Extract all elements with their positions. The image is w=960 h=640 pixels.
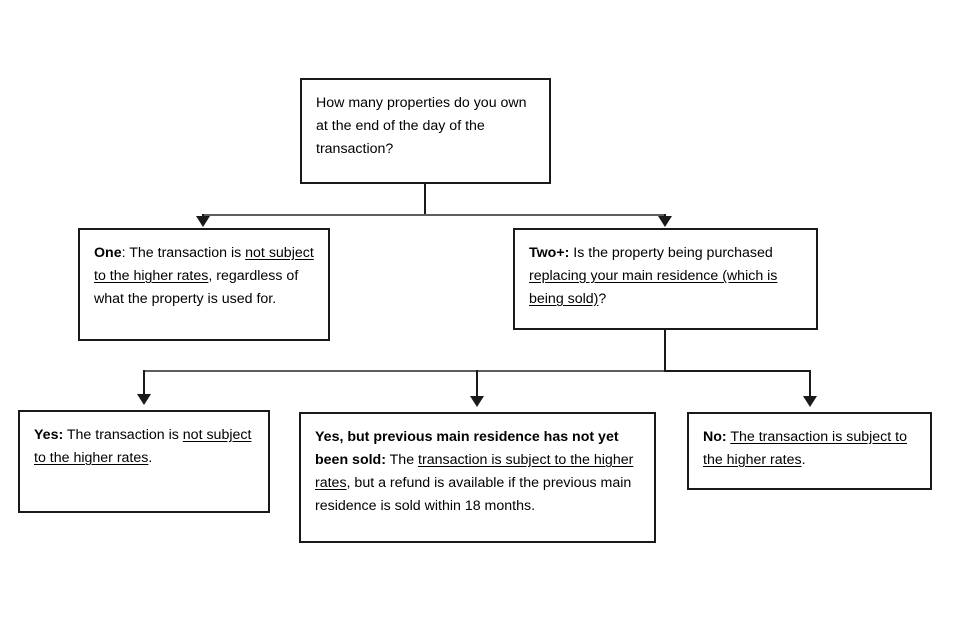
connector-split-2-middle-drop — [476, 370, 478, 400]
arrow-to-twoplus-box — [658, 216, 672, 227]
connector-question-stem — [424, 184, 426, 215]
two-plus-underlined: replacing your main residence (which is … — [529, 268, 778, 307]
node-one-property[interactable]: One: The transaction is not subject to t… — [78, 228, 330, 341]
one-property-text: One: The transaction is not subject to t… — [94, 242, 314, 311]
two-plus-text-after: ? — [598, 291, 607, 307]
answer-yes-but-label: Yes, but previous main residence has not… — [315, 429, 619, 468]
connector-split-2-right-drop — [809, 370, 811, 400]
answer-no-label: No: — [703, 429, 727, 445]
node-answer-no[interactable]: No: The transaction is subject to the hi… — [687, 412, 932, 490]
two-plus-text-before: Is the property being purchased — [569, 245, 773, 261]
answer-yes-text-after: . — [148, 450, 153, 466]
one-property-label-suffix: : — [121, 245, 126, 261]
answer-yes-label: Yes: — [34, 427, 64, 443]
arrow-to-no-box — [803, 396, 817, 407]
answer-yes-text: Yes: The transaction is not subject to t… — [34, 424, 254, 470]
answer-yes-text-before: The transaction is — [63, 427, 183, 443]
answer-no-text: No: The transaction is subject to the hi… — [703, 426, 916, 472]
one-property-text-before: The transaction is — [125, 245, 246, 261]
arrow-to-yes-but-box — [470, 396, 484, 407]
answer-no-underlined: The transaction is subject to the higher… — [703, 429, 907, 468]
two-plus-label: Two+: — [529, 245, 570, 261]
node-answer-yes-but-not-sold[interactable]: Yes, but previous main residence has not… — [299, 412, 656, 543]
connector-split-1-bar — [203, 214, 666, 216]
connector-split-2-bar-left — [144, 370, 665, 372]
answer-yes-but-text-after: , but a refund is available if the previ… — [315, 475, 632, 514]
arrow-to-one-box — [196, 216, 210, 227]
answer-no-text-after: . — [801, 452, 806, 468]
arrow-to-yes-box — [137, 394, 151, 405]
answer-yes-but-text-before: The — [385, 452, 419, 468]
answer-yes-underlined: not subject to the higher rates — [34, 427, 252, 466]
node-answer-yes[interactable]: Yes: The transaction is not subject to t… — [18, 410, 270, 513]
answer-yes-but-underlined: transaction is subject to the higher rat… — [315, 452, 634, 491]
answer-yes-but-text: Yes, but previous main residence has not… — [315, 426, 640, 518]
connector-split-2-bar-right — [664, 370, 811, 372]
connector-split-2-left-drop — [143, 370, 145, 398]
one-property-underlined: not subject to the higher rates — [94, 245, 314, 284]
two-plus-text: Two+: Is the property being purchased re… — [529, 242, 802, 311]
connector-twoplus-stem — [664, 330, 666, 371]
question-text: How many properties do you own at the en… — [316, 95, 527, 157]
node-two-plus-properties[interactable]: Two+: Is the property being purchased re… — [513, 228, 818, 330]
one-property-text-after: , regardless of what the property is use… — [94, 268, 299, 307]
one-property-label: One — [94, 245, 122, 261]
node-question-properties-owned[interactable]: How many properties do you own at the en… — [300, 78, 551, 184]
